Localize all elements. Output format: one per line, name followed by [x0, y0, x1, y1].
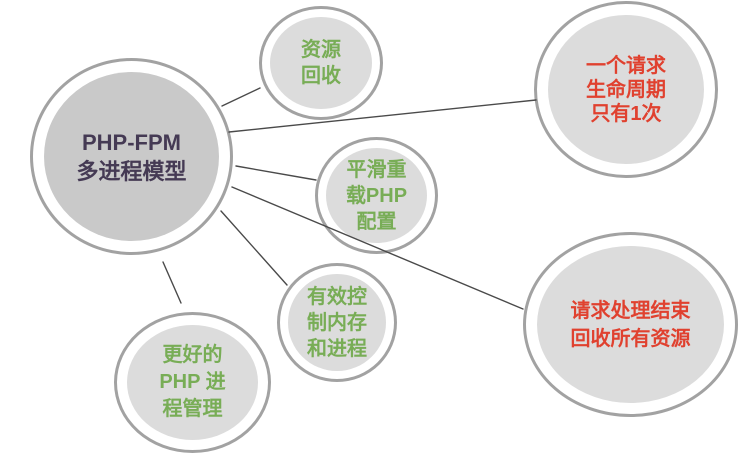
node-resource-recycle: 资源 回收 [259, 6, 383, 120]
node-phpfpm-model: PHP-FPM 多进程模型 [30, 58, 233, 255]
node-disc: 请求处理结束 回收所有资源 [537, 246, 724, 403]
node-disc: PHP-FPM 多进程模型 [44, 72, 219, 241]
node-label: 请求处理结束 回收所有资源 [570, 299, 691, 350]
node-request-lifecycle: 一个请求 生命周期 只有1次 [534, 1, 718, 178]
node-label: 一个请求 生命周期 只有1次 [586, 54, 666, 125]
node-label: 平滑重 载PHP 配置 [345, 158, 408, 233]
node-recycle-all-resources: 请求处理结束 回收所有资源 [523, 232, 738, 417]
node-memory-process-control: 有效控 制内存 和进程 [277, 263, 397, 382]
node-disc: 一个请求 生命周期 只有1次 [548, 15, 704, 164]
node-smooth-reload-config: 平滑重 载PHP 配置 [315, 137, 438, 254]
node-label: 更好的 PHP 进 程管理 [159, 344, 226, 420]
connector-center-to-resource-recycle [221, 87, 261, 107]
connector-center-to-request-lifecycle [228, 99, 537, 133]
connector-center-to-better-mgmt [162, 261, 182, 304]
connector-center-to-smooth-reload [235, 165, 317, 181]
node-disc: 平滑重 载PHP 配置 [326, 148, 427, 243]
node-label: 资源 回收 [301, 39, 341, 87]
node-label: 有效控 制内存 和进程 [307, 285, 367, 360]
node-label: PHP-FPM 多进程模型 [76, 129, 187, 184]
connector-center-to-memory-control [220, 210, 288, 286]
node-disc: 有效控 制内存 和进程 [288, 274, 386, 371]
node-disc: 资源 回收 [270, 17, 372, 109]
node-disc: 更好的 PHP 进 程管理 [127, 325, 258, 440]
node-better-process-mgmt: 更好的 PHP 进 程管理 [114, 312, 271, 453]
